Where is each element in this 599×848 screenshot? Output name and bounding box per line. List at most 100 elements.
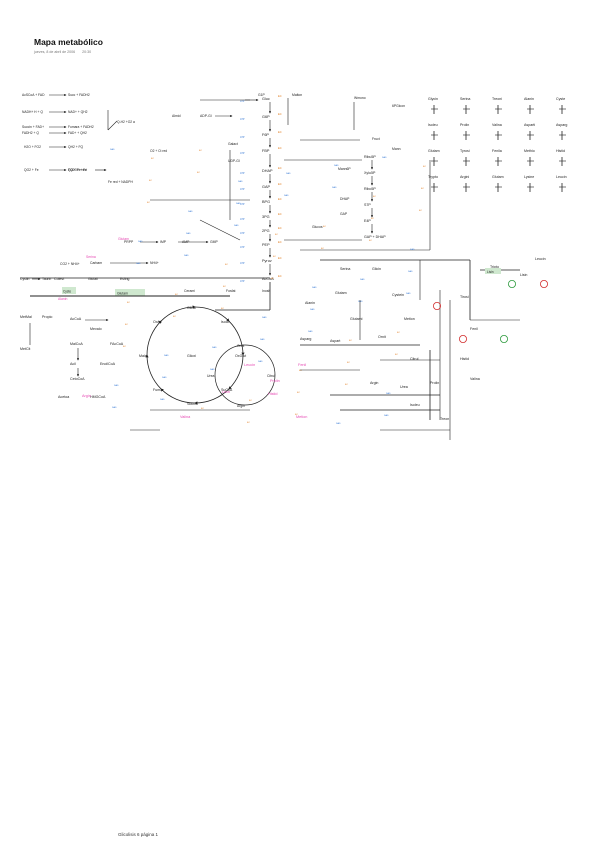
annot-tag-58: NAD <box>336 422 341 425</box>
tca-arc-0 <box>194 306 230 322</box>
annot-tag-15: EC <box>345 384 348 386</box>
starch-node-9: Mann6P <box>338 167 351 171</box>
amino-node-20: Valina <box>470 377 480 381</box>
glyco-node-f6p: F6P <box>262 133 269 137</box>
legend-label-lysine: Lysine <box>524 175 534 179</box>
redox-label-15: O2 + Ct red <box>150 149 167 153</box>
annot-tag-52: NAD <box>114 384 119 387</box>
redox-label-10: QO2 + Fe <box>24 168 39 172</box>
annot-tag-69: EC <box>423 166 426 168</box>
annot-tag-59: EC <box>373 196 376 198</box>
cofactor-tag-10: ATP <box>240 262 245 265</box>
tca-arc-3 <box>194 388 230 405</box>
pentose-node-5: GAP + DHAP <box>364 235 386 239</box>
cofactor-tag-6: ATP <box>240 203 245 206</box>
annot-tag-62: NAD <box>164 354 169 357</box>
fatty-node-6: Acetoa <box>58 395 69 399</box>
misc-node-7: Cystin <box>20 277 30 281</box>
starch-node-1: ADP-Gl <box>200 114 212 118</box>
urea-node-1: Citrul <box>267 374 275 378</box>
cofactor-tag-8: ATP <box>240 232 245 235</box>
annot-tag-31: EC <box>297 392 300 394</box>
date-text: jueves, 8 de abril de 2006 <box>34 50 76 54</box>
pentose-node-0: Ribu5P <box>364 155 376 159</box>
annot-tag-10: NAD <box>160 398 165 401</box>
glyco-node-fbp: FBP <box>262 149 270 153</box>
amino-node-1: Glutami <box>350 317 363 321</box>
annot-tag-56: NAD <box>262 316 267 319</box>
fatty-node-11: MetMal <box>20 315 32 319</box>
legend-label-histid: Histid <box>556 149 565 153</box>
cofactor-tag-0: ATP <box>240 100 245 103</box>
annot-tag-6: NAD <box>332 186 337 189</box>
cofactor-tag-5: ATP <box>240 188 245 191</box>
status-marker-1 <box>458 334 467 343</box>
annot-tag-63: EC <box>201 408 204 410</box>
annot-tag-47: EC <box>249 400 252 402</box>
redox-label-7: FAD+ + QH2 <box>68 131 87 135</box>
fatty-node-7: HMGCoA <box>90 395 106 399</box>
glyco-node-2pg: 2PG <box>262 229 270 233</box>
glyco-node-gluc: Gluc <box>262 97 270 101</box>
tca-node-fumar: Fumar <box>153 388 164 392</box>
enzyme-tag-2: EC <box>278 130 282 134</box>
cofactor-tag-3: ATP <box>240 152 245 155</box>
annot-tag-40: NAD <box>310 308 315 311</box>
annot-tag-11: EC <box>197 172 200 174</box>
green-box-3 <box>485 268 501 274</box>
fatty-node-10: Propio <box>42 315 52 319</box>
urea-node-3: Urea <box>207 374 214 378</box>
amino-node-21: Isoleu <box>410 403 420 407</box>
urea-node-2: Argin <box>237 404 245 408</box>
misc-node-10: Esfing <box>120 277 130 281</box>
enzyme-tag-10: EC <box>278 256 282 260</box>
urea-node-0: Ornit <box>237 344 244 348</box>
annot-tag-18: NAD <box>136 262 141 265</box>
dhap-side: DHAP <box>340 197 350 201</box>
legend-label-valina: Valina <box>492 123 502 127</box>
legend-label-glycin: Glycin <box>428 97 438 101</box>
legend-label-methio: Methio <box>524 149 535 153</box>
redox-label-4: Succin + FAD+ <box>22 125 44 129</box>
annot-tag-49: EC <box>323 226 326 228</box>
status-marker-2 <box>499 334 508 343</box>
pink-side-2: Alanin <box>58 297 68 301</box>
tca-arc-4 <box>160 388 196 404</box>
cofactor-tag-11: ATP <box>240 280 245 283</box>
starch-node-6: Wmono <box>354 96 366 100</box>
legend-label-alanin: Alanin <box>524 97 534 101</box>
enzyme-tag-4: EC <box>278 166 282 170</box>
redox-label-2: NADH+ H + Q <box>22 110 43 114</box>
annot-tag-43: EC <box>421 188 424 190</box>
redox-label-9: QH2 + FQ <box>68 145 84 149</box>
annot-tag-22: NAD <box>284 194 289 197</box>
annot-tag-30: NAD <box>260 338 265 341</box>
pink-node-3: Prolin <box>270 379 280 383</box>
legend-label-tyrosi: Tyrosi <box>460 149 470 153</box>
green-box-label-1: Glutam <box>117 292 128 296</box>
amino-node-8: Alanin <box>305 301 315 305</box>
amino-node-2: Ornit <box>378 335 386 339</box>
pentose-node-4: E4P <box>364 219 371 223</box>
legend-label-serina: Serina <box>460 97 470 101</box>
legend-label-prolin: Prolin <box>460 123 469 127</box>
status-marker-0 <box>432 301 441 310</box>
pink-node-5: Leucin <box>244 363 255 367</box>
annot-tag-23: EC <box>321 248 324 250</box>
legend-label-asparg: Asparg <box>556 123 567 127</box>
amino-node-16: Tirosi <box>460 295 469 299</box>
legend-label-trypto: Trypto <box>428 175 438 179</box>
annot-tag-29: EC <box>223 286 226 288</box>
redox-label-5: Fumara + FADH2 <box>68 125 94 129</box>
annot-tag-66: NAD <box>312 286 317 289</box>
annot-tag-50: NAD <box>360 278 365 281</box>
status-marker-3 <box>507 279 516 288</box>
amino-node-4: Argin <box>370 381 378 385</box>
amino-node-18: Lisin <box>520 273 527 277</box>
amino-node-12: Metion <box>404 317 415 321</box>
cofactor-tag-2: ATP <box>240 136 245 139</box>
green-box-label-3: Lisin <box>487 270 494 274</box>
annot-tag-53: EC <box>151 158 154 160</box>
time-text: 20:30 <box>82 50 92 54</box>
